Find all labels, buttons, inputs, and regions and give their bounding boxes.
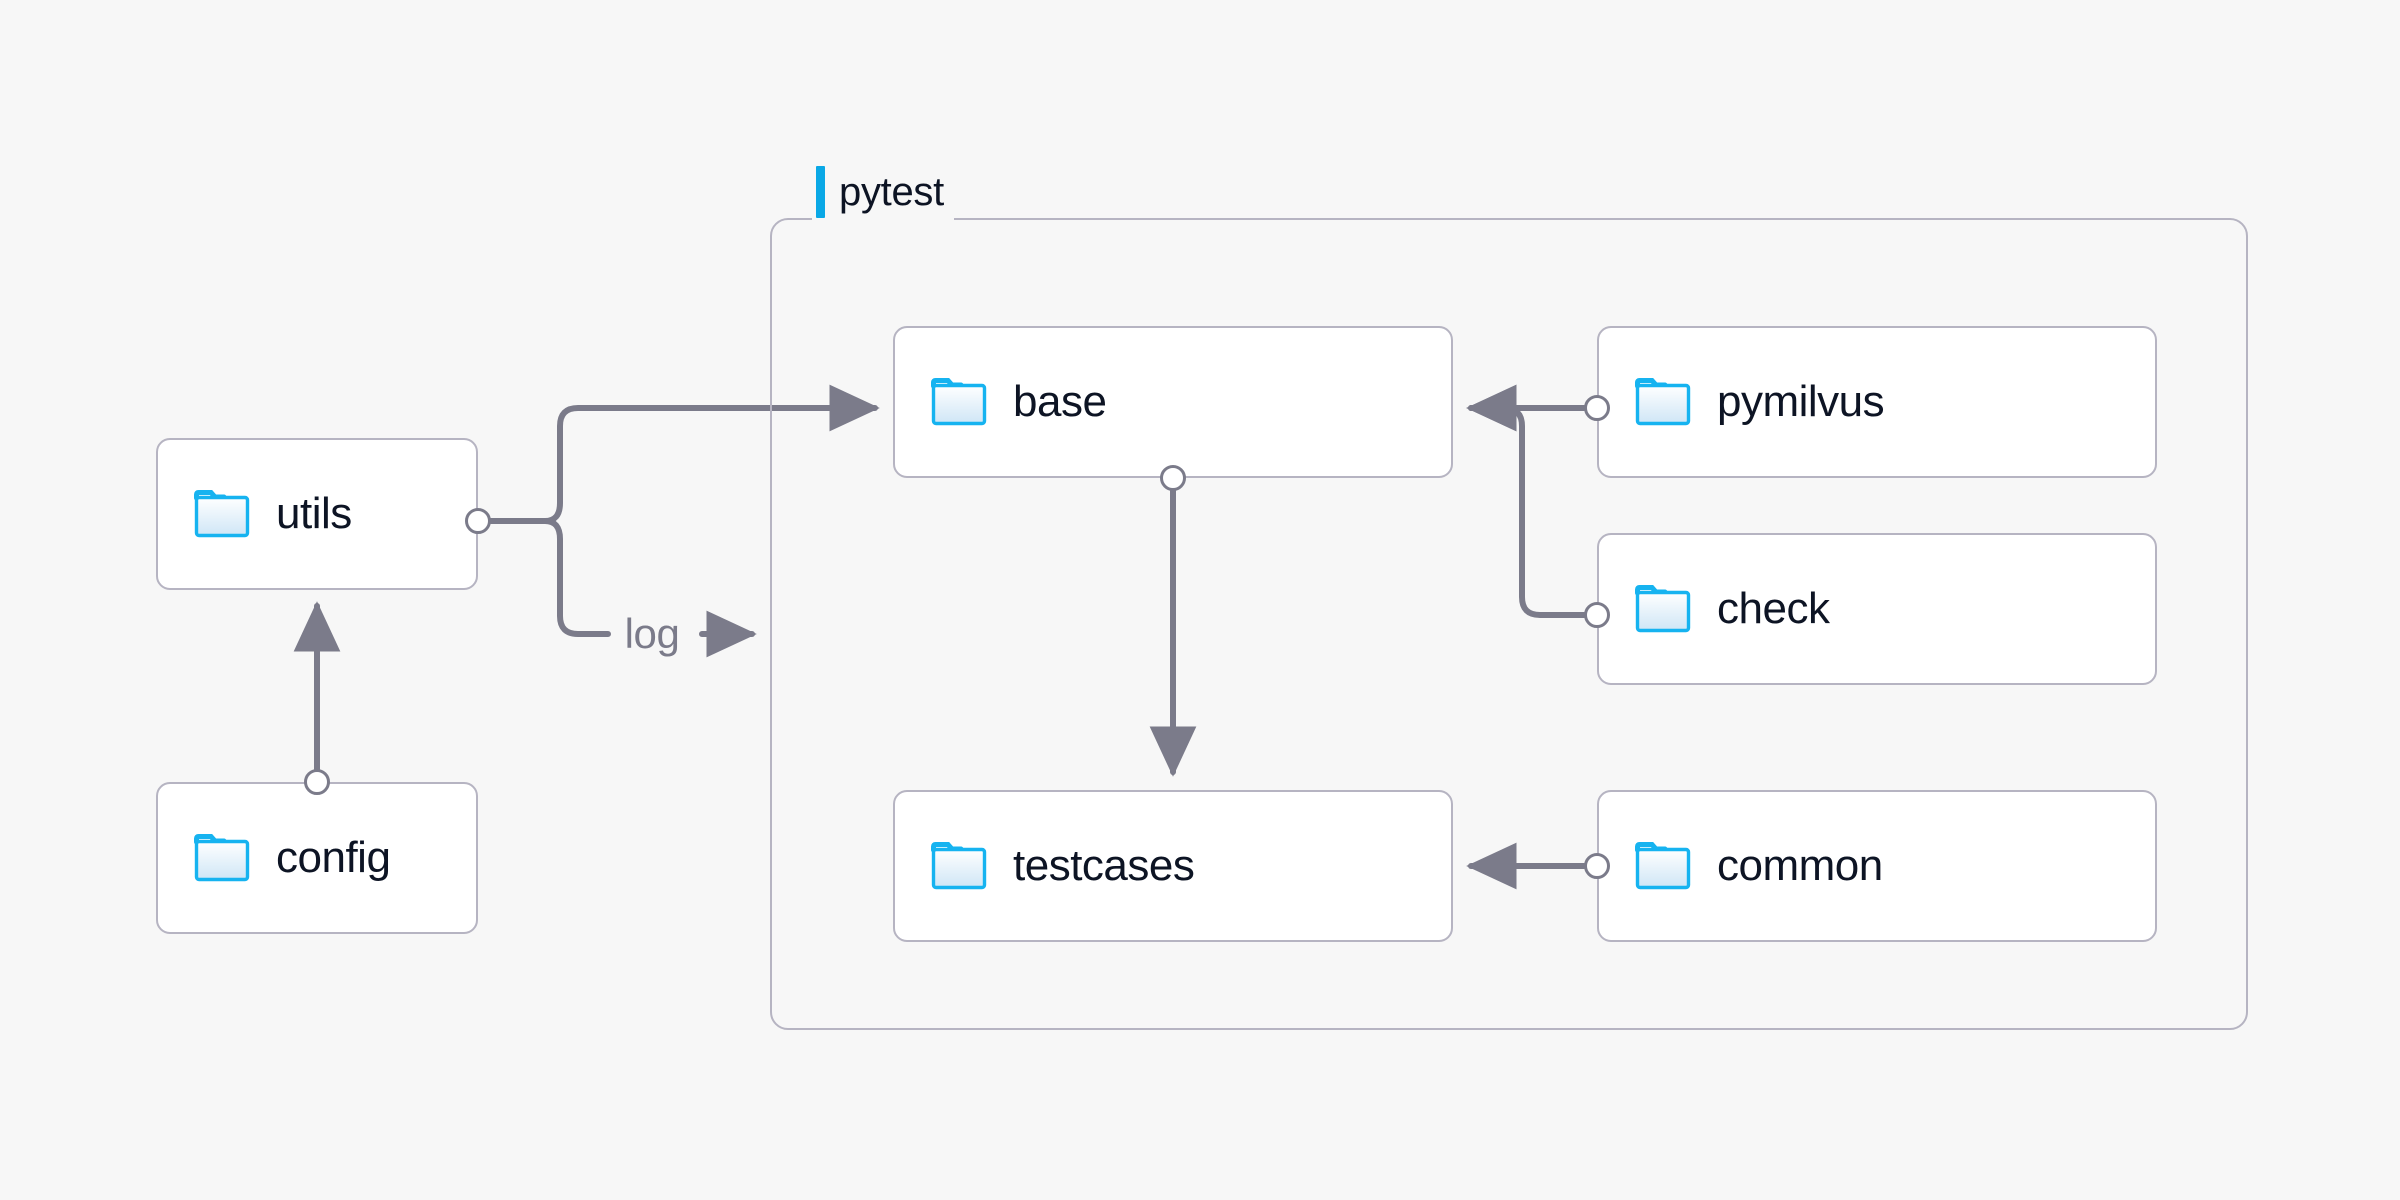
node-pymilvus[interactable]: pymilvus xyxy=(1597,326,2157,478)
node-common[interactable]: common xyxy=(1597,790,2157,942)
folder-icon xyxy=(194,834,250,882)
node-config[interactable]: config xyxy=(156,782,478,934)
group-accent-bar xyxy=(816,166,825,218)
edge-label-log: log xyxy=(618,613,686,655)
port-utils-right[interactable] xyxy=(465,508,491,534)
edge-utils-to-log xyxy=(542,518,611,637)
port-pymilvus-left[interactable] xyxy=(1584,395,1610,421)
node-base-label: base xyxy=(1013,377,1107,426)
folder-icon xyxy=(931,842,987,890)
group-pytest[interactable] xyxy=(770,218,2248,1030)
folder-icon xyxy=(1635,378,1691,426)
folder-icon xyxy=(194,490,250,538)
node-testcases[interactable]: testcases xyxy=(893,790,1453,942)
node-config-label: config xyxy=(276,833,391,882)
node-utils[interactable]: utils xyxy=(156,438,478,590)
node-check[interactable]: check xyxy=(1597,533,2157,685)
folder-icon xyxy=(931,378,987,426)
group-pytest-label: pytest xyxy=(812,164,954,220)
node-utils-label: utils xyxy=(276,489,352,538)
group-pytest-label-text: pytest xyxy=(839,170,944,214)
folder-icon xyxy=(1635,585,1691,633)
port-check-left[interactable] xyxy=(1584,602,1610,628)
port-base-bottom[interactable] xyxy=(1160,465,1186,491)
folder-icon xyxy=(1635,842,1691,890)
node-pymilvus-label: pymilvus xyxy=(1717,377,1885,426)
node-check-label: check xyxy=(1717,584,1830,633)
node-testcases-label: testcases xyxy=(1013,841,1195,890)
node-base[interactable]: base xyxy=(893,326,1453,478)
port-config-top[interactable] xyxy=(304,769,330,795)
port-common-left[interactable] xyxy=(1584,853,1610,879)
node-common-label: common xyxy=(1717,841,1883,890)
